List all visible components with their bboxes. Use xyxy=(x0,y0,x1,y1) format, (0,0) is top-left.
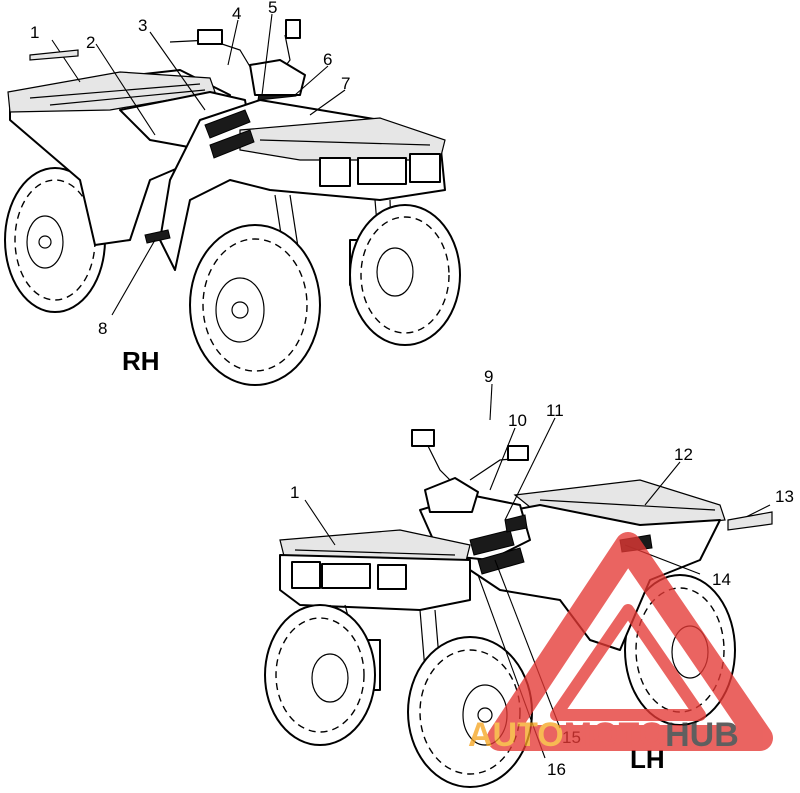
rh-callouts: 1 2 3 4 5 6 7 8 RH xyxy=(30,0,350,376)
callout-rh-4: 4 xyxy=(232,4,241,23)
callout-rh-2: 2 xyxy=(86,33,95,52)
callout-lh-9: 9 xyxy=(484,367,493,386)
watermark-inner-triangle-icon xyxy=(550,604,706,721)
view-label-rh: RH xyxy=(122,346,160,376)
callout-lh-12: 12 xyxy=(674,445,693,464)
callout-lh-1: 1 xyxy=(290,483,299,502)
decal-strip-13 xyxy=(727,511,773,531)
callout-lh-13: 13 xyxy=(775,487,794,506)
callout-lh-10: 10 xyxy=(508,411,527,430)
svg-text:AUTOMOTOHUB: AUTOMOTOHUB xyxy=(468,716,739,754)
rh-front-left-wheel xyxy=(349,204,461,346)
lh-rear-wheel xyxy=(624,574,736,726)
watermark-moto: MOTO xyxy=(564,716,665,754)
callout-rh-3: 3 xyxy=(138,16,147,35)
atv-rh-view xyxy=(4,19,461,386)
watermark-hub: HUB xyxy=(665,716,739,754)
callout-rh-1: 1 xyxy=(30,23,39,42)
callout-lh-11: 11 xyxy=(546,401,564,420)
lh-front-left-wheel xyxy=(264,604,376,746)
callout-rh-8: 8 xyxy=(98,319,107,338)
callout-lh-14: 14 xyxy=(712,570,731,589)
watermark-auto: AUTO xyxy=(468,716,564,754)
callout-rh-6: 6 xyxy=(323,50,332,69)
rh-front-right-wheel xyxy=(189,224,321,386)
decal-strip-1 xyxy=(29,49,79,61)
watermark-triangle-icon xyxy=(487,532,773,751)
callout-rh-7: 7 xyxy=(341,74,350,93)
callout-lh-16: 16 xyxy=(547,760,566,779)
callout-rh-5: 5 xyxy=(268,0,277,17)
watermark-logo: AUTOMOTOHUB xyxy=(468,532,773,754)
